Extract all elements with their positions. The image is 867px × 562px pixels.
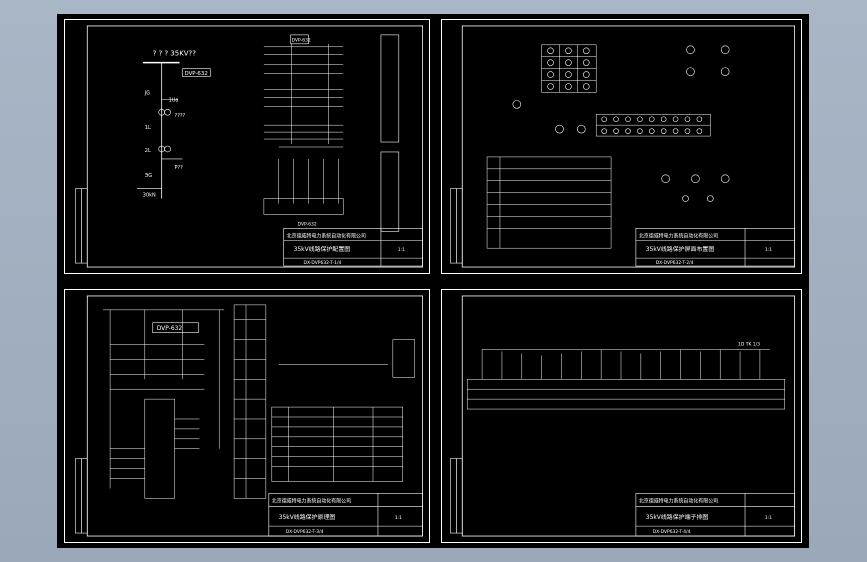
- label-1l: 1L: [145, 125, 151, 131]
- sheet-1-drawing: ? ? ? 35KV?? DVP-632 JG 1Ua 1L ???? 2L P…: [75, 25, 424, 268]
- cad-viewport[interactable]: ? ? ? 35KV?? DVP-632 JG 1Ua 1L ???? 2L P…: [57, 14, 809, 548]
- drawing-number: DX-DVP632-T-2/4: [656, 260, 694, 266]
- sheet-4-drawing: 1D TK 1/3 北京德威特电力系统自动化有限: [450, 295, 796, 537]
- drawing-title: 35kV线路保护屏面布置图: [646, 245, 715, 253]
- sheet-3-drawing: DVP-632: [75, 295, 424, 537]
- sheet-2-drawing: 北京德威特电力系统自动化有限公司 35kV线路保护屏面布置图 DX-DVP632…: [450, 25, 796, 268]
- svg-text:DVP-632: DVP-632: [292, 37, 311, 43]
- label-jg: JG: [144, 90, 150, 96]
- label-p: P??: [175, 165, 184, 171]
- relay-box-label: DVP-632: [157, 325, 183, 332]
- label-eg: ЭG: [145, 173, 152, 179]
- company-name: 北京德威特电力系统自动化有限公司: [272, 497, 351, 504]
- drawing-sheet-2[interactable]: 北京德威特电力系统自动化有限公司 35kV线路保护屏面布置图 DX-DVP632…: [441, 19, 802, 274]
- relay-box-label: DVP-632: [184, 71, 207, 77]
- company-name: 北京德威特电力系统自动化有限公司: [639, 232, 718, 239]
- drawing-sheet-1[interactable]: ? ? ? 35KV?? DVP-632 JG 1Ua 1L ???? 2L P…: [64, 19, 430, 274]
- drawing-title: 35kV线路保护原理图: [279, 513, 336, 521]
- bus-label: ? ? ? 35KV??: [153, 50, 196, 58]
- label-ct1: ????: [175, 113, 186, 119]
- drawing-number: DX-DVP632-T-1/4: [304, 260, 342, 266]
- label-30kn: 30kN: [143, 193, 156, 199]
- label-2l: 2L: [145, 148, 151, 154]
- label-1ua: 1Ua: [169, 97, 179, 103]
- company-name: 北京德威特电力系统自动化有限公司: [639, 497, 718, 504]
- terminal-label: 1D TK 1/3: [738, 342, 760, 348]
- drawing-sheet-3[interactable]: DVP-632: [64, 289, 430, 543]
- relay-box-bottom: DVP-632: [298, 221, 317, 227]
- drawing-scale: 1:1: [398, 247, 405, 253]
- drawing-scale: 1:1: [765, 247, 772, 253]
- drawing-scale: 1:1: [765, 515, 772, 521]
- drawing-scale: 1:1: [395, 515, 402, 521]
- drawing-title: 35kV线路保护端子排图: [646, 513, 709, 521]
- drawing-title: 35kV线路保护配置图: [294, 245, 351, 253]
- drawing-sheet-4[interactable]: 1D TK 1/3 北京德威特电力系统自动化有限: [441, 289, 802, 543]
- company-name: 北京德威特电力系统自动化有限公司: [287, 232, 366, 239]
- drawing-number: DX-DVP632-T-3/4: [286, 529, 324, 535]
- drawing-number: DX-DVP632-T-4/4: [653, 529, 691, 535]
